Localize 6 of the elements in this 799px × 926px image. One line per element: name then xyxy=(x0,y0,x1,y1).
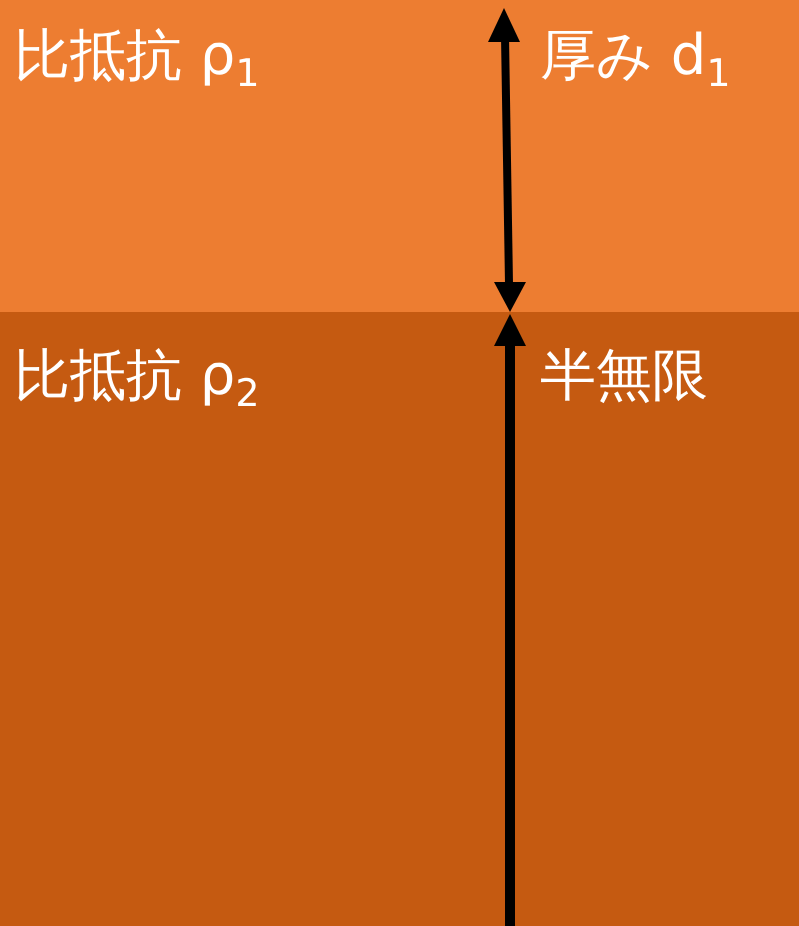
layer-label: 厚み d$_{1}$ xyxy=(540,28,731,92)
layer-band xyxy=(0,0,799,312)
layer-label: 半無限 xyxy=(540,348,708,404)
layer-label: 比抵抗 ρ$_{1}$ xyxy=(14,28,260,92)
layer-band xyxy=(0,312,799,926)
layer-label: 比抵抗 ρ$_{2}$ xyxy=(14,348,260,412)
